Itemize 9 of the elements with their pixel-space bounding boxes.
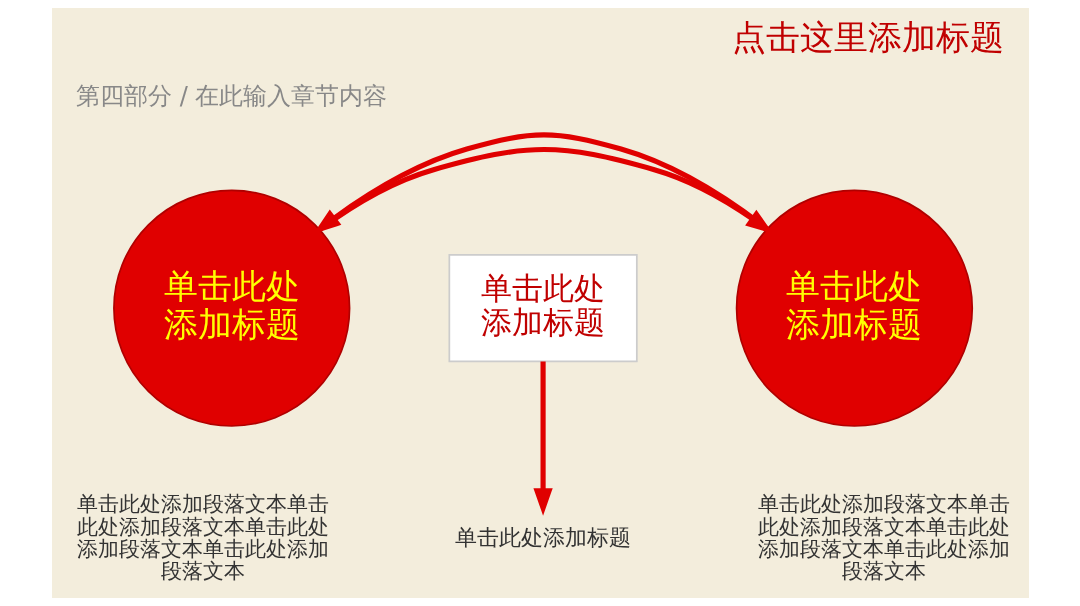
node-circle: 单击此处添加标题	[735, 189, 973, 427]
node-label: 单击此处添加段落文本单击此处添加段落文本单击此处添加段落文本单击此处添加段落文本	[76, 492, 329, 584]
diagram-title: 点击这里添加标题	[731, 17, 1004, 58]
arrow	[532, 361, 553, 516]
node-text: 单击此处添加标题	[454, 524, 631, 551]
label: 第四部分 / 在此输入章节内容	[75, 81, 387, 110]
node-circle: 单击此处添加标题	[112, 189, 350, 427]
node-label: 单击此处添加段落文本单击此处添加段落文本单击此处添加段落文本单击此处添加段落文本	[757, 492, 1010, 584]
node-box: 单击此处添加标题	[447, 254, 638, 363]
